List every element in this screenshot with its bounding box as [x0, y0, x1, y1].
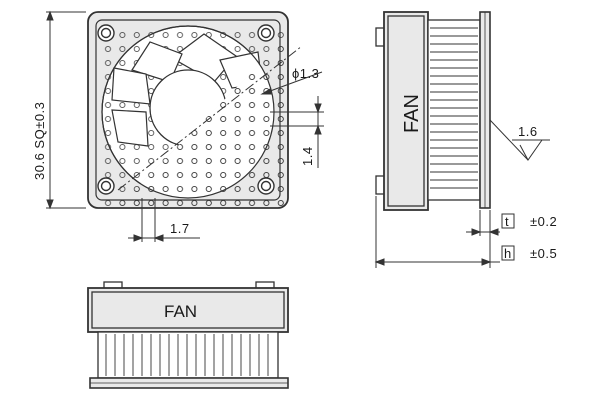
h-tolerance: ±0.5: [530, 246, 557, 261]
t-tolerance: ±0.2: [530, 214, 557, 229]
bottom-cooling-fins: [105, 334, 269, 376]
fan-blades: [111, 33, 263, 147]
bottom-fin-block: [97, 331, 279, 379]
size-label: 30.6 SQ±0.3: [32, 102, 47, 180]
hole-pitch-vertical-label: 1.4: [300, 146, 315, 166]
hole-diameter-label: ϕ1.3: [292, 66, 319, 81]
front-view: [87, 11, 303, 209]
bottom-body: [87, 287, 289, 333]
fin-block: [427, 19, 481, 201]
bottom-fan-label: FAN: [164, 302, 197, 321]
surface-finish-symbol: [489, 119, 550, 161]
t-symbol-box: [501, 213, 515, 229]
side-body: [383, 11, 429, 211]
front-view-dimensions: [46, 10, 324, 242]
h-symbol-box: [501, 245, 515, 261]
h-symbol: h: [504, 246, 512, 261]
cooling-fins: [430, 27, 478, 189]
side-view-dimensions: [374, 196, 515, 268]
t-symbol: t: [505, 214, 509, 229]
hole-pitch-horizontal-label: 1.7: [170, 221, 190, 236]
section-divider: [117, 45, 303, 191]
bottom-view: [87, 281, 289, 389]
side-fan-label: FAN: [401, 94, 423, 133]
mounting-holes: [97, 24, 275, 195]
surface-finish-label: 1.6: [518, 124, 538, 139]
side-view: [375, 11, 491, 211]
